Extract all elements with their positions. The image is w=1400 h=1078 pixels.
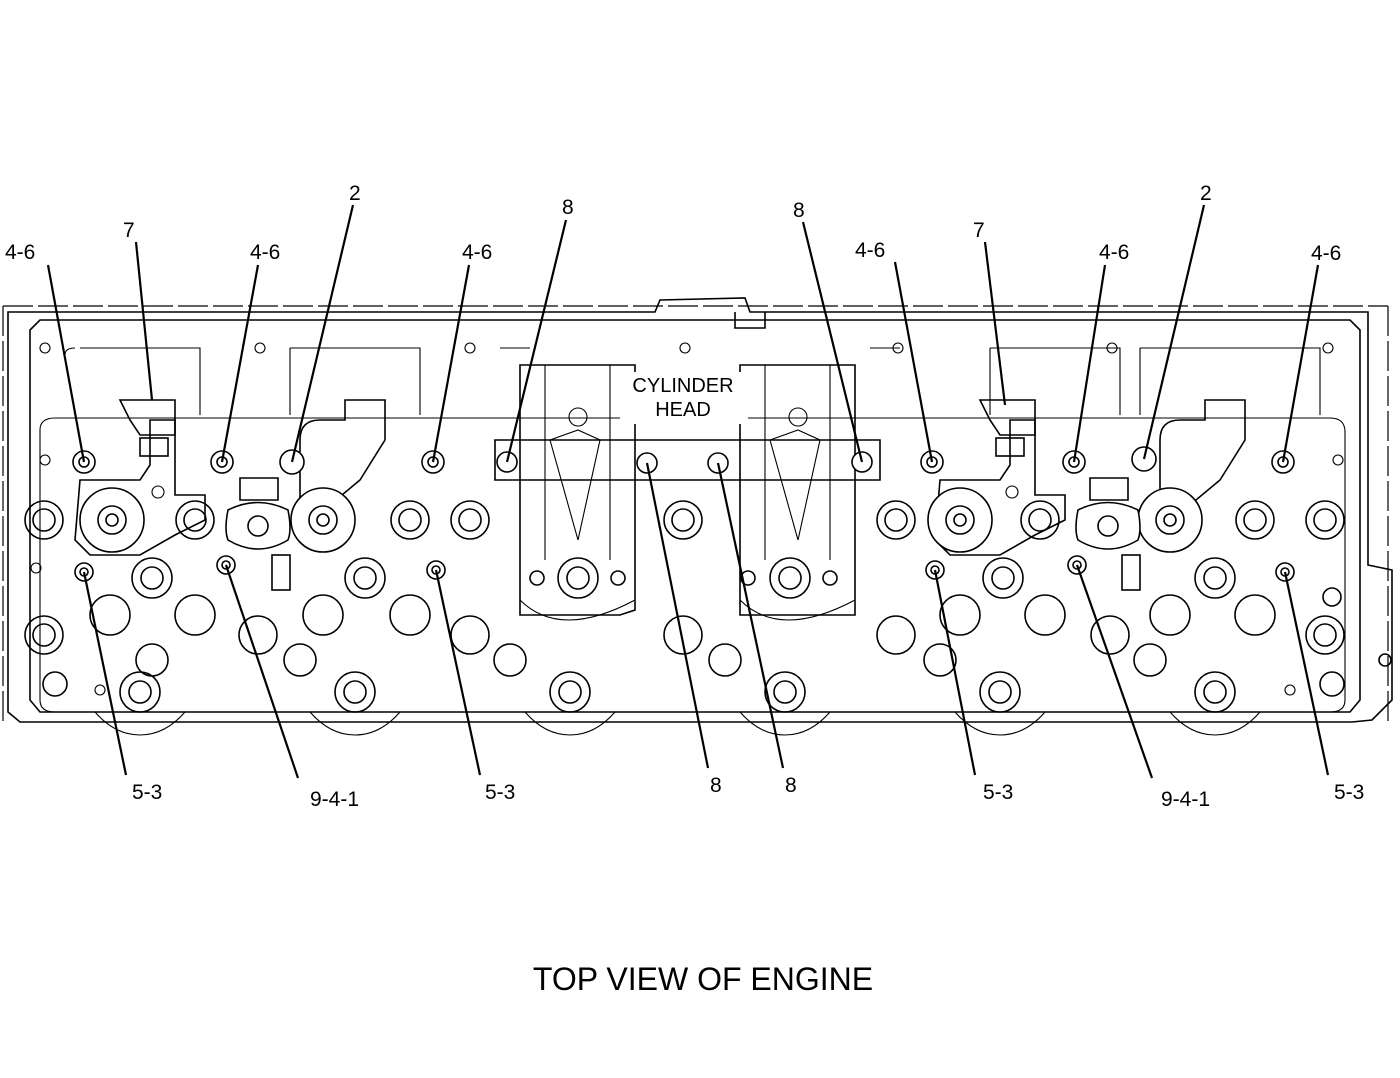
- cylinder-head-label: CYLINDER HEAD: [632, 375, 733, 421]
- leader-bottom-5: [716, 462, 785, 769]
- callout-label: 4-6: [1311, 242, 1341, 265]
- callout-label: 8: [562, 196, 574, 219]
- leader-top-6: [505, 219, 568, 463]
- callout-label: 9-4-1: [1161, 788, 1210, 811]
- callout-label: 4-6: [1099, 241, 1129, 264]
- leader-lines: [46, 204, 1330, 779]
- leader-bottom-2: [224, 564, 300, 779]
- leader-top-7: [801, 221, 864, 463]
- callout-label: 2: [349, 182, 361, 205]
- leader-top-11: [1142, 204, 1206, 460]
- cylinder-head-label-line-2: HEAD: [655, 399, 711, 421]
- callout-label: 5-3: [1334, 781, 1364, 804]
- cylinder-head-label-line-1: CYLINDER: [632, 375, 733, 397]
- callout-label: 5-3: [132, 781, 162, 804]
- callout-label: 9-4-1: [310, 788, 359, 811]
- callout-label: 7: [123, 219, 135, 242]
- callout-labels-bottom: 5-3 9-4-1 5-3 8 8 5-3 9-4-1 5-3: [132, 774, 1364, 811]
- cylinder-head-drawing: [2, 297, 1393, 736]
- leader-top-2: [134, 241, 154, 401]
- leader-bottom-6: [933, 569, 977, 776]
- leader-top-9: [983, 241, 1007, 406]
- callout-label: 8: [793, 199, 805, 222]
- figure-caption: TOP VIEW OF ENGINE: [533, 961, 873, 997]
- leader-bottom-4: [645, 462, 710, 769]
- leader-top-12: [1281, 264, 1320, 463]
- callout-label: 2: [1200, 182, 1212, 205]
- leader-top-5: [431, 264, 471, 463]
- leader-top-10: [1072, 264, 1107, 463]
- leader-bottom-7: [1075, 564, 1154, 779]
- callout-label: 4-6: [855, 239, 885, 262]
- callout-label: 4-6: [250, 241, 280, 264]
- callout-label: 8: [710, 774, 722, 797]
- callout-label: 4-6: [5, 241, 35, 264]
- leader-top-3: [220, 264, 260, 463]
- leader-top-8: [893, 261, 934, 463]
- callout-label: 4-6: [462, 241, 492, 264]
- callout-labels-top: 4-6 7 4-6 2 4-6 8 8 4-6 7 4-6 2 4-6: [5, 182, 1341, 265]
- callout-label: 5-3: [983, 781, 1013, 804]
- callout-label: 7: [973, 219, 985, 242]
- callout-label: 5-3: [485, 781, 515, 804]
- callout-label: 8: [785, 774, 797, 797]
- leader-top-4: [290, 204, 355, 463]
- leader-bottom-3: [434, 569, 482, 776]
- leader-bottom-1: [82, 571, 128, 776]
- leader-top-1: [46, 264, 86, 463]
- leader-bottom-8: [1283, 571, 1330, 776]
